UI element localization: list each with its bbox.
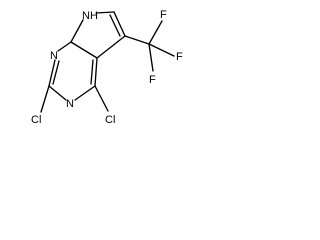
bond-c5-c4a: [96, 35, 126, 59]
atom-cl-left: Cl: [31, 114, 41, 126]
bond-cf3-f-bottom: [148, 43, 154, 72]
bond-c4-c4a: [94, 57, 98, 87]
bond-c6-c5-inner: [109, 14, 121, 37]
bond-cf3-f-right: [148, 43, 175, 57]
bond-c4a-c7a: [70, 41, 98, 59]
bond-c2-n-bottom: [48, 85, 67, 101]
atom-f-right: F: [176, 51, 183, 63]
bond-nh-c6: [95, 11, 115, 14]
atom-f-top: F: [160, 9, 167, 21]
bond-n-bottom-c4: [74, 85, 96, 101]
bond-c4-c4a-inner: [90, 59, 94, 85]
chemical-structure-diagram: NH N N Cl Cl F F F: [31, 9, 183, 126]
bond-c7a-n-top: [57, 41, 72, 52]
bond-n-top-c2: [48, 59, 56, 87]
atom-n-bottom: N: [66, 98, 74, 110]
bond-c7a-nh: [70, 19, 84, 43]
atom-nh: NH: [82, 10, 98, 22]
structure-canvas: NH N N Cl Cl F F F: [0, 0, 232, 136]
bond-c6-c5: [113, 11, 126, 37]
bond-c4-cl-right: [94, 85, 109, 112]
bond-c2-cl-left: [40, 85, 50, 113]
atom-n-top: N: [50, 50, 58, 62]
bond-c5-cf3: [124, 35, 150, 45]
atom-f-bottom: F: [149, 74, 156, 86]
bond-n-top-c2-inner: [52, 60, 60, 85]
atom-cl-right: Cl: [105, 114, 115, 126]
bond-cf3-f-top: [148, 20, 163, 45]
